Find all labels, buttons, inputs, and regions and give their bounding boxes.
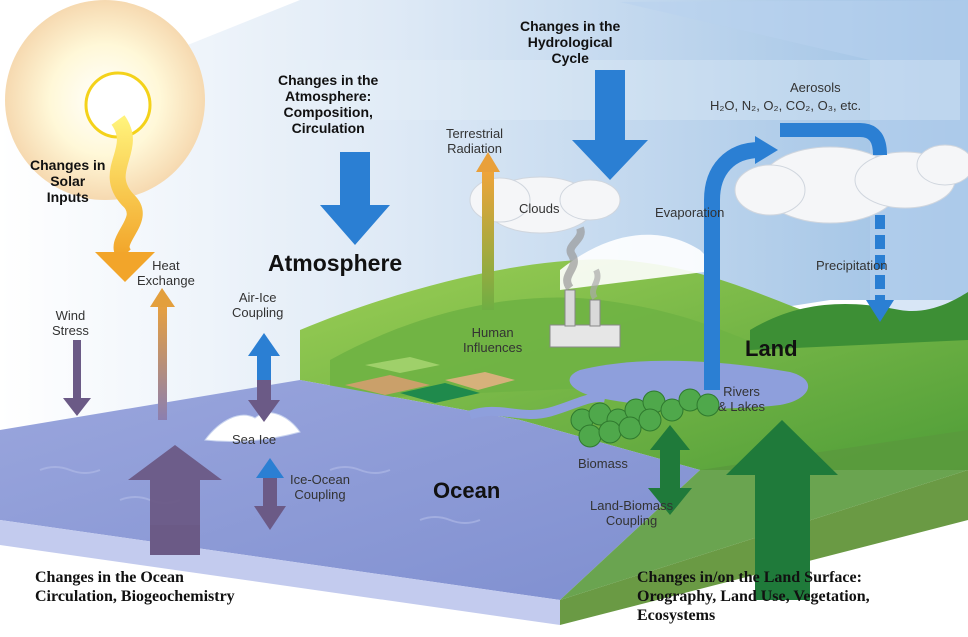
aerosols-title: Aerosols [790, 80, 841, 95]
heat-exchange-arrow [158, 305, 167, 420]
solar-label-line-3: Inputs [46, 189, 89, 205]
ice-ocean-line-1: Ice-Ocean [290, 472, 350, 487]
heat-exchange-label: Heat Exchange [137, 258, 195, 288]
terrestrial-line-1: Terrestrial [446, 126, 504, 141]
cloud-left [469, 176, 621, 234]
atmosphere-changes-label: Changes in the Atmosphere: Composition, … [278, 72, 378, 136]
precipitation-label: Precipitation [816, 258, 888, 273]
clouds-label: Clouds [519, 201, 560, 216]
ice-ocean-coupling-arrow [254, 458, 286, 530]
human-influences-line-2: Influences [463, 340, 523, 355]
rivers-lakes-line-1: Rivers [723, 384, 760, 399]
aerosols-formula: H₂O, N₂, O₂, CO₂, O₃, etc. [710, 98, 862, 113]
heat-exchange-line-2: Exchange [137, 273, 195, 288]
air-ice-line-1: Air-Ice [238, 290, 277, 305]
land-biomass-coupling-label: Land-Biomass Coupling [590, 498, 673, 528]
hydrological-line-1: Changes in the [520, 18, 621, 34]
wind-stress-arrow [63, 398, 91, 416]
field [345, 375, 430, 395]
sea-ice [204, 412, 301, 443]
solar-label-line-2: Solar [50, 173, 86, 189]
lake [569, 360, 809, 409]
sea-ice-label: Sea Ice [232, 432, 277, 447]
ocean-circulation-arrow [128, 445, 222, 530]
land-caption-line-2: Orography, Land Use, Vegetation, [637, 588, 870, 605]
atmosphere-down-arrow [320, 152, 390, 245]
biomass-label: Biomass [578, 456, 628, 471]
river [468, 392, 606, 420]
human-influences-line-1: Human [471, 325, 514, 340]
ice-ocean-line-2: Coupling [294, 487, 346, 502]
ocean-caption: Changes in the Ocean Circulation, Biogeo… [35, 568, 235, 606]
evaporation-label: Evaporation [655, 205, 725, 220]
factory [549, 226, 621, 348]
wind-stress-label: Wind Stress [52, 308, 89, 338]
land-surface-arrow [726, 420, 838, 600]
solar-arrow [109, 115, 143, 261]
hydrological-line-2: Hydrological [527, 34, 613, 50]
atmosphere-changes-line-1: Changes in the [278, 72, 379, 88]
human-influences-label: Human Influences [463, 325, 522, 355]
atmosphere-changes-line-2: Atmosphere: [285, 88, 372, 104]
land-biomass-line-2: Coupling [605, 513, 658, 528]
ocean-caption-line-1: Changes in the Ocean [35, 569, 184, 586]
solar-label-line-1: Changes in [30, 157, 106, 173]
ice-ocean-coupling-label: Ice-Ocean Coupling [290, 472, 350, 502]
air-ice-coupling-label: Air-Ice Coupling [232, 290, 283, 320]
evaporation-arrow [704, 142, 761, 390]
cloud-right [734, 144, 968, 224]
ocean-heading: Ocean [433, 478, 501, 503]
wind-stress-line-1: Wind [55, 308, 86, 323]
land-caption-line-3: Ecosystems [637, 607, 716, 624]
terrestrial-line-2: Radiation [447, 141, 502, 156]
hydrological-cycle-label: Changes in the Hydrological Cycle [520, 18, 620, 66]
hydrological-down-arrow [572, 70, 648, 180]
rivers-lakes-label: Rivers & Lakes [718, 384, 765, 414]
terrestrial-radiation-label: Terrestrial Radiation [446, 126, 503, 156]
atmosphere-changes-line-3: Composition, [283, 104, 373, 120]
air-ice-line-2: Coupling [232, 305, 284, 320]
air-ice-coupling-arrow [248, 333, 280, 422]
ocean-caption-line-2: Circulation, Biogeochemistry [35, 588, 235, 605]
biomass-trees [570, 388, 720, 448]
heat-exchange-line-1: Heat [152, 258, 180, 273]
ocean-front-face [0, 520, 560, 625]
land-biomass-line-1: Land-Biomass [590, 498, 674, 513]
wind-stress-line-2: Stress [52, 323, 89, 338]
land-caption: Changes in/on the Land Surface: Orograph… [637, 568, 870, 625]
land-caption-line-1: Changes in/on the Land Surface: [637, 569, 862, 586]
atmosphere-changes-line-4: Circulation [291, 120, 365, 136]
atmosphere-heading: Atmosphere [268, 250, 403, 276]
land-biomass-coupling-arrow [648, 425, 692, 515]
rivers-lakes-line-2: & Lakes [718, 399, 765, 414]
solar-inputs-label: Changes in Solar Inputs [30, 157, 105, 205]
terrestrial-radiation-arrow [482, 170, 494, 310]
hydrological-line-3: Cycle [551, 50, 589, 66]
land-heading: Land [745, 336, 798, 361]
